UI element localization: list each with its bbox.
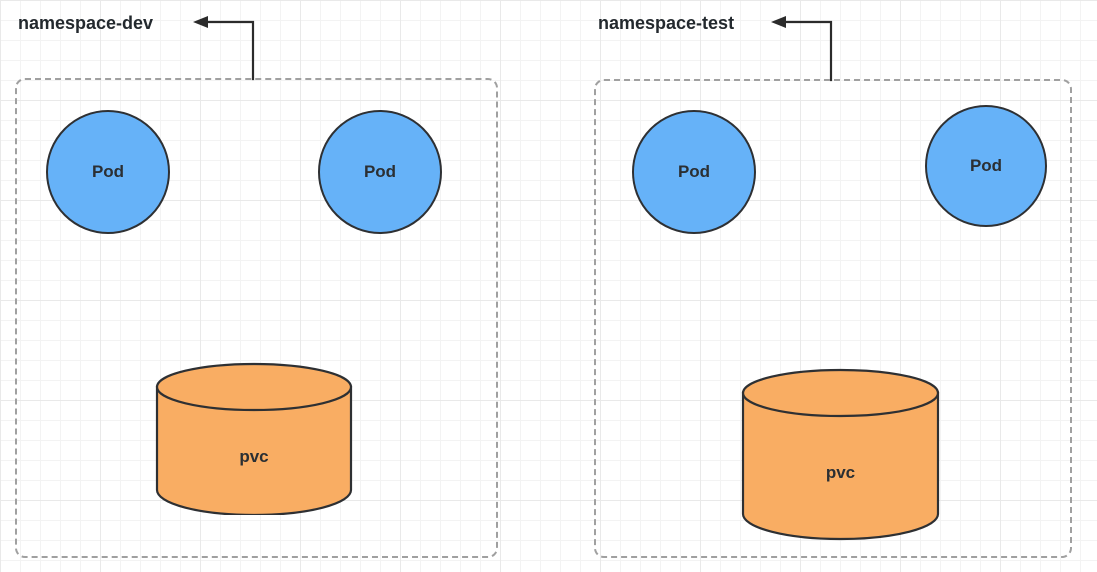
pod-dev-1[interactable]: Pod (46, 110, 170, 234)
pod-test-2[interactable]: Pod (925, 105, 1047, 227)
pod-dev-2-label: Pod (363, 162, 397, 181)
pvc-dev-cylinder[interactable]: pvc (155, 362, 353, 515)
namespace-test-boundary (594, 79, 1072, 558)
namespace-test-callout-arrow (771, 16, 833, 82)
pod-test-1[interactable]: Pod (632, 110, 756, 234)
namespace-dev-label: namespace-dev (18, 13, 154, 33)
pod-dev-1-label: Pod (91, 162, 125, 181)
pvc-dev-label: pvc (239, 447, 269, 466)
pod-test-2-label: Pod (969, 156, 1003, 175)
pod-test-1-label: Pod (677, 162, 711, 181)
pvc-test-label: pvc (825, 463, 856, 482)
namespace-test-label: namespace-test (598, 13, 735, 33)
pod-dev-2[interactable]: Pod (318, 110, 442, 234)
namespace-dev-boundary (15, 78, 498, 558)
pvc-test-cylinder[interactable]: pvc (741, 368, 940, 541)
pvc-test-shape (741, 368, 940, 541)
pvc-dev-shape (155, 362, 353, 515)
